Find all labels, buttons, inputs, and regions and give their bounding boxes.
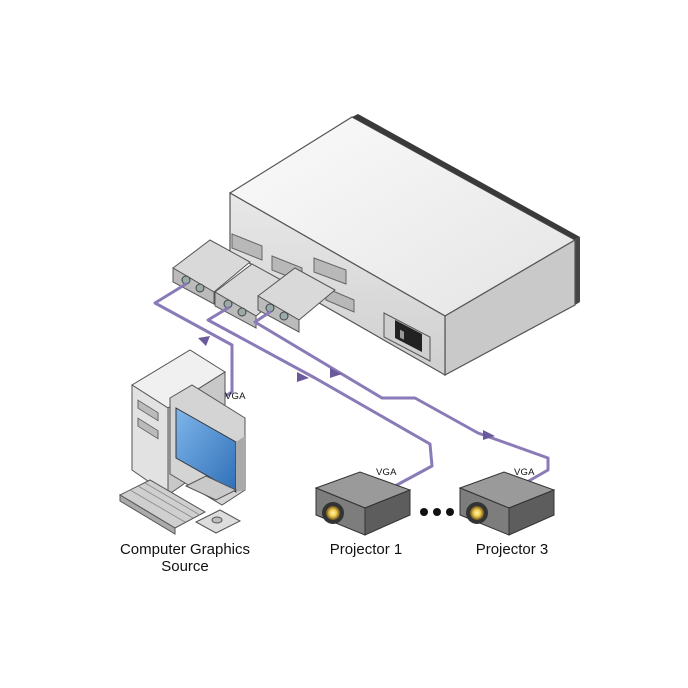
vga-label-projector-1: VGA <box>376 467 397 478</box>
projector-1-icon <box>314 471 412 536</box>
computer-label-line1: Computer Graphics <box>119 541 251 558</box>
ellipsis-icon <box>420 508 454 516</box>
projector-3-label: Projector 3 <box>475 541 549 558</box>
computer-label-line2: Source <box>161 558 209 575</box>
switcher-box-icon <box>228 114 580 377</box>
computer-label: Computer Graphics Source <box>104 541 266 575</box>
projector-3-icon <box>458 471 556 536</box>
computer-icon <box>118 349 246 535</box>
signal-arrow-icon <box>198 336 495 440</box>
projector-1-label: Projector 1 <box>329 541 403 558</box>
power-socket-icon <box>383 312 431 362</box>
vga-label-projector-3: VGA <box>514 467 535 478</box>
vga-label-computer: VGA <box>225 391 246 402</box>
vga-connector-icon <box>172 239 336 333</box>
